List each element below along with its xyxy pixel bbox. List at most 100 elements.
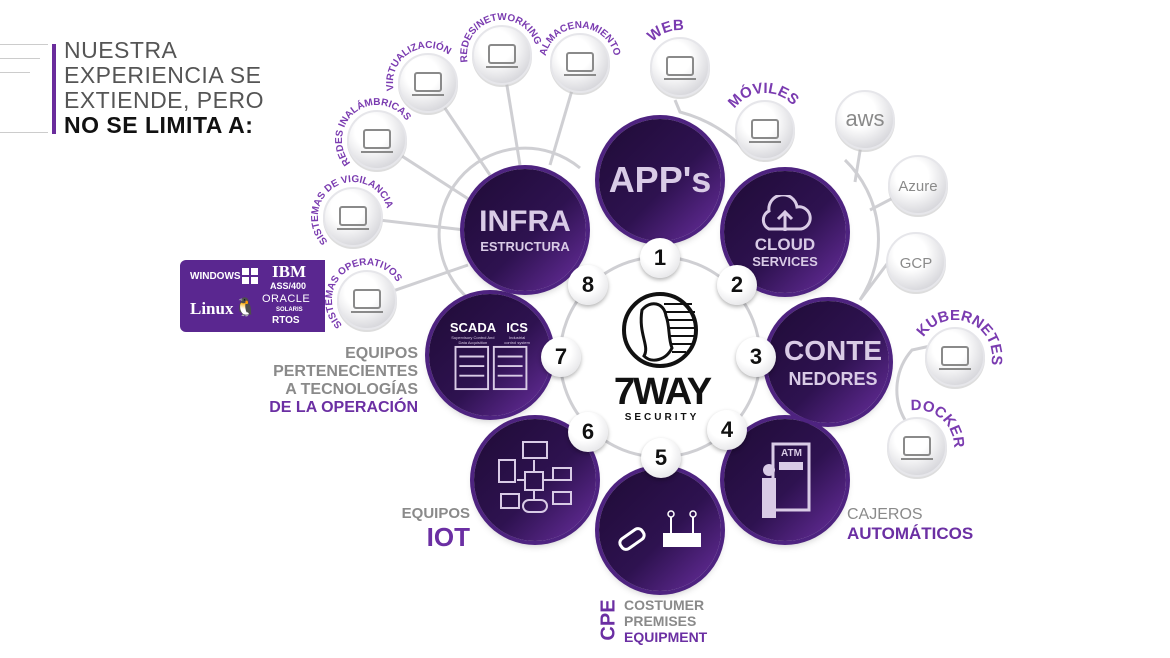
node-text: GCP <box>900 255 933 272</box>
scada-sublabel: Supervisory Control And Data Acquisition <box>451 334 495 345</box>
iot-label: EQUIPOS IOT <box>402 505 470 551</box>
category-iot[interactable] <box>474 419 596 541</box>
rtos-label: RTOS <box>272 315 300 326</box>
atm-line: CAJEROS <box>847 506 923 523</box>
atm-text: ATM <box>781 448 802 459</box>
node-label: MÓVILES <box>725 80 802 112</box>
docker-icon <box>901 436 933 460</box>
cpe-label: CPE COSTUMER PREMISES EQUIPMENT <box>598 597 730 645</box>
category-containers[interactable]: CONTE NEDORES <box>767 301 889 423</box>
operating-systems-box: WINDOWS IBM ASS/400 Linux 🐧 ORACLE SOLAR… <box>180 260 325 332</box>
category-apps[interactable]: APP's <box>599 119 721 241</box>
node-circle <box>735 100 795 160</box>
node-circle <box>835 90 895 150</box>
node-label: ALMACENAMIENTO <box>538 20 622 57</box>
scada-label: SCADA <box>449 319 497 335</box>
node-operativos[interactable]: SISTEMAS OPERATIVOS <box>324 257 404 332</box>
node-virtualizacion[interactable]: VIRTUALIZACIÓN <box>385 39 458 115</box>
node-label: SISTEMAS DE VIGILANCIA <box>310 174 395 247</box>
node-shadow <box>650 39 710 99</box>
node-circle <box>347 110 407 170</box>
brand-wordmark: 7WAY SECURITY <box>612 372 712 424</box>
node-almacenamiento[interactable]: ALMACENAMIENTO <box>538 20 622 95</box>
category-label: APP's <box>608 159 712 200</box>
windows-label: WINDOWS <box>190 271 241 282</box>
decorative-line <box>0 44 48 45</box>
kubernetes-icon <box>939 346 971 370</box>
cpe-line: PREMISES <box>624 613 697 629</box>
node-azure[interactable]: Azure <box>888 155 948 217</box>
node-shadow <box>835 92 895 152</box>
node-shadow <box>886 234 946 294</box>
solaris-label: SOLARIS <box>276 307 303 313</box>
ot-label: EQUIPOS PERTENECIENTES A TECNOLOGÍAS DE … <box>269 345 418 417</box>
node-circle <box>887 417 947 477</box>
badge-8: 8 <box>568 265 608 305</box>
node-moviles[interactable]: MÓVILES <box>725 80 802 162</box>
node-networking[interactable]: REDES/NETWORKING <box>459 12 543 87</box>
decorative-line <box>0 132 48 133</box>
node-web[interactable]: WEB <box>644 17 710 99</box>
containers-arc <box>895 343 936 421</box>
monitor-icon <box>351 289 383 313</box>
virtualization-icon <box>412 72 444 96</box>
ot-line: EQUIPOS <box>345 345 418 362</box>
title-line: EXTIENDE, PERO <box>64 87 264 113</box>
node-vigilancia[interactable]: SISTEMAS DE VIGILANCIA <box>310 174 395 249</box>
badge-4: 4 <box>707 410 747 450</box>
azure-icon: Azure <box>898 178 937 195</box>
title-line: EXPERIENCIA SE <box>64 62 262 88</box>
title-line: NUESTRA <box>64 37 178 63</box>
badge-2: 2 <box>717 265 757 305</box>
brand-name: 7WAY <box>613 371 712 413</box>
node-gcp[interactable]: GCP <box>886 232 946 294</box>
windows-icon <box>242 268 258 284</box>
node-label: REDES/NETWORKING <box>459 12 543 63</box>
node-circle <box>337 270 397 330</box>
node-label: VIRTUALIZACIÓN <box>385 39 453 91</box>
node-label: REDES INALÁMBRICAS <box>334 97 413 168</box>
network-icon <box>486 44 518 68</box>
node-shadow <box>347 112 407 172</box>
category-label: CONTE <box>784 335 882 366</box>
cloud-arc <box>843 158 892 301</box>
node-shadow <box>398 55 458 115</box>
node-docker[interactable]: DOCKER <box>887 397 967 479</box>
cpe-lines: COSTUMER PREMISES EQUIPMENT <box>624 597 707 645</box>
node-circle <box>323 187 383 247</box>
iot-accent: IOT <box>426 522 470 552</box>
node-shadow <box>323 189 383 249</box>
node-aws[interactable]: aws <box>835 90 895 152</box>
category-sublabel: ESTRUCTURA <box>480 239 570 255</box>
ot-line: PERTENECIENTES <box>273 363 418 380</box>
atm-label: CAJEROS AUTOMÁTICOS <box>847 506 973 544</box>
node-inalambricas[interactable]: REDES INALÁMBRICAS <box>334 97 413 172</box>
oracle-label: ORACLE <box>262 293 311 305</box>
node-shadow <box>925 329 985 389</box>
node-circle <box>925 327 985 387</box>
node-shadow <box>337 272 397 332</box>
category-sublabel: SERVICES <box>752 253 818 269</box>
badge-3: 3 <box>736 337 776 377</box>
ot-line: A TECNOLOGÍAS <box>285 381 418 398</box>
node-shadow <box>735 102 795 162</box>
category-cpe[interactable] <box>599 469 721 591</box>
node-circle <box>888 155 948 215</box>
node-kubernetes[interactable]: KUBERNETES <box>913 307 1005 389</box>
ot-accent: DE LA OPERACIÓN <box>269 399 418 416</box>
node-shadow <box>550 35 610 95</box>
badge-1: 1 <box>640 238 680 278</box>
brand-logo-icon <box>622 292 698 368</box>
decorative-line <box>0 58 40 59</box>
ibm-sublabel: ASS/400 <box>270 281 307 291</box>
category-infrastructure[interactable]: INFRA ESTRUCTURA <box>464 169 586 291</box>
gcp-icon: GCP <box>900 255 933 272</box>
aws-icon: aws <box>845 106 884 131</box>
ics-label: ICS <box>506 319 528 335</box>
atm-accent: AUTOMÁTICOS <box>847 524 974 543</box>
node-circle <box>472 25 532 85</box>
wifi-laptop-icon <box>361 129 393 153</box>
cpe-line: EQUIPMENT <box>624 629 708 645</box>
